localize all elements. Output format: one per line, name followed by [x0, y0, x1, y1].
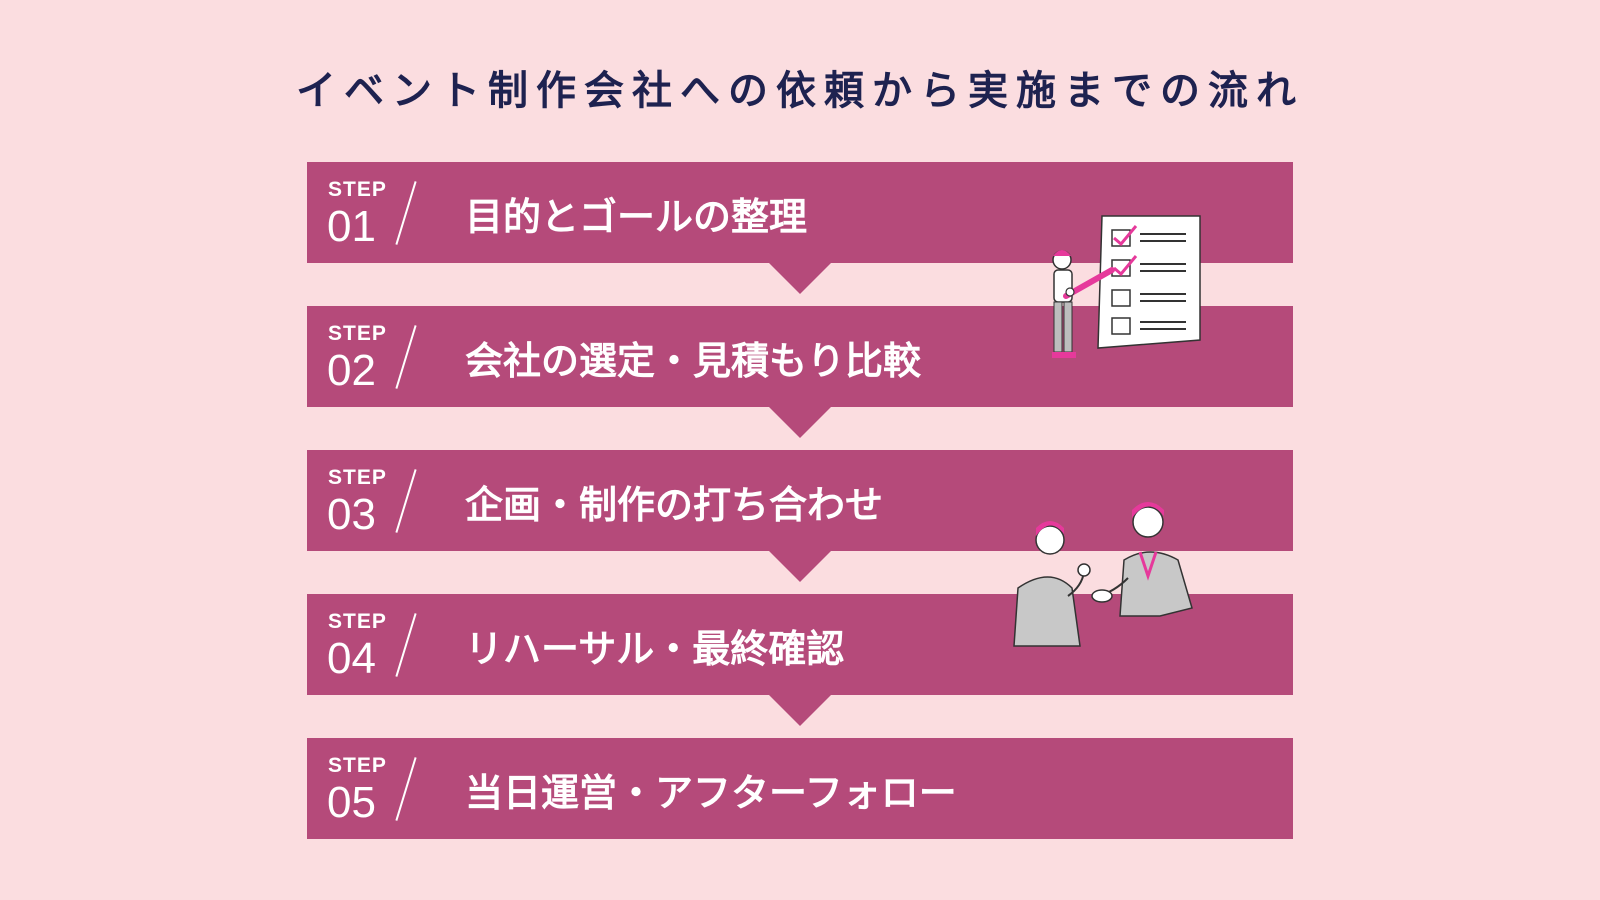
- page-title: イベント制作会社への依頼から実施までの流れ: [296, 68, 1304, 114]
- step-label: 当日運営・アフターフォロー: [465, 771, 957, 815]
- checklist-person-illustration: [1052, 215, 1201, 358]
- step-divider: [395, 757, 417, 821]
- step-05: STEP 05 当日運営・アフターフォロー: [307, 738, 1293, 839]
- step-divider: [395, 325, 417, 389]
- step-word: STEP: [328, 178, 387, 201]
- step-word: STEP: [328, 610, 387, 633]
- down-arrow-icon: [769, 407, 831, 438]
- step-divider: [395, 181, 417, 245]
- person-with-pencil-icon: [1052, 250, 1115, 358]
- checklist-document-icon: [1097, 215, 1201, 349]
- step-label: 会社の選定・見積もり比較: [465, 339, 922, 383]
- step-divider: [395, 469, 417, 533]
- down-arrow-icon: [769, 263, 831, 294]
- step-number: 01: [327, 202, 376, 251]
- step-word: STEP: [328, 754, 387, 777]
- step-label: リハーサル・最終確認: [465, 627, 845, 671]
- step-03: STEP 03 企画・制作の打ち合わせ: [307, 450, 1293, 582]
- step-word: STEP: [328, 466, 387, 489]
- step-number: 04: [327, 634, 376, 683]
- step-word: STEP: [328, 322, 387, 345]
- step-number: 02: [327, 346, 376, 395]
- step-divider: [395, 613, 417, 677]
- step-number: 03: [327, 490, 376, 539]
- down-arrow-icon: [769, 695, 831, 726]
- step-number: 05: [327, 778, 376, 827]
- person-right-icon: [1091, 502, 1193, 617]
- step-02: STEP 02 会社の選定・見積もり比較: [307, 306, 1293, 438]
- step-01: STEP 01 目的とゴールの整理: [307, 162, 1293, 294]
- handshake-meeting-illustration: [1013, 502, 1193, 647]
- step-label: 企画・制作の打ち合わせ: [465, 483, 884, 527]
- step-label: 目的とゴールの整理: [465, 195, 808, 239]
- down-arrow-icon: [769, 551, 831, 582]
- person-left-icon: [1013, 521, 1091, 647]
